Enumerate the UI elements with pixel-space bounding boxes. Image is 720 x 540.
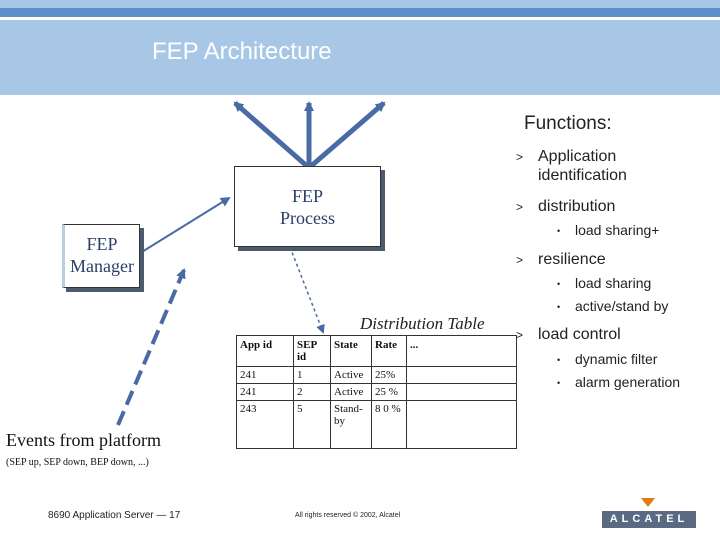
header-sep-id: SEP id <box>293 335 331 367</box>
cell-sep-id: 2 <box>293 383 331 401</box>
chevron-right-icon: > <box>516 200 524 214</box>
process-output-arrows <box>233 101 386 169</box>
cell-rate: 8 0 % <box>371 400 407 449</box>
events-to-manager-arrow <box>116 268 186 426</box>
cell-state: Active <box>330 383 372 401</box>
cell-more <box>406 366 517 384</box>
slide-title: FEP Architecture <box>152 38 332 65</box>
cell-app-id: 241 <box>236 366 294 384</box>
sub-item-dynamic-filter: • dynamic filter <box>557 351 657 367</box>
sub-item-label: dynamic filter <box>575 351 658 367</box>
fep-manager-box: FEP Manager <box>62 224 140 288</box>
distribution-table: App id SEP id State Rate ... 241 1 Activ… <box>236 335 517 449</box>
function-item-distribution: > distribution <box>516 197 615 217</box>
header-more: ... <box>406 335 517 367</box>
chevron-right-icon: > <box>516 150 524 164</box>
bullet-icon: • <box>557 355 561 366</box>
sub-item-load-sharing: • load sharing <box>557 275 651 291</box>
function-item-resilience: > resilience <box>516 250 606 270</box>
sub-item-label: load sharing <box>575 275 652 291</box>
header-rule-gap <box>0 17 720 20</box>
functions-title: Functions: <box>524 113 612 134</box>
fep-process-box: FEP Process <box>234 166 381 247</box>
fep-manager-label-2: Manager <box>70 256 134 276</box>
header-app-id: App id <box>236 335 294 367</box>
output-arrow-left <box>233 101 310 169</box>
sub-item-label: active/stand by <box>575 298 669 314</box>
cell-state: Stand-by <box>330 400 372 449</box>
cell-app-id: 243 <box>236 400 294 449</box>
sub-item-active-stand-by: • active/stand by <box>557 298 668 314</box>
output-arrow-right <box>308 101 386 169</box>
bullet-icon: • <box>557 279 561 290</box>
cell-state: Active <box>330 366 372 384</box>
footer-copyright: All rights reserved © 2002, Alcatel <box>295 512 401 519</box>
fep-manager-label-1: FEP <box>86 234 118 254</box>
alcatel-logo: ALCATEL <box>602 511 696 528</box>
cell-rate: 25 % <box>371 383 407 401</box>
table-row: 243 5 Stand-by 8 0 % <box>236 400 517 449</box>
fep-process-label-2: Process <box>280 208 335 228</box>
manager-to-process-arrow <box>136 196 231 256</box>
sub-item-alarm-generation: • alarm generation <box>557 374 680 390</box>
cell-sep-id: 5 <box>293 400 331 449</box>
alcatel-logo-mark-icon <box>641 498 655 507</box>
distribution-table-label: Distribution Table <box>360 314 485 333</box>
sub-item-label: alarm generation <box>575 374 681 390</box>
sub-item-label: load sharing+ <box>575 222 660 238</box>
bullet-icon: • <box>557 226 561 237</box>
table-header-row: App id SEP id State Rate ... <box>236 335 517 367</box>
events-subtitle: (SEP up, SEP down, BEP down, ...) <box>6 457 149 468</box>
cell-app-id: 241 <box>236 383 294 401</box>
function-label: load control <box>538 326 621 343</box>
function-item-load-control: > load control <box>516 325 621 345</box>
cell-more <box>406 383 517 401</box>
process-to-table-arrow <box>289 246 325 334</box>
footer-page-label: 8690 Application Server — 17 <box>48 510 181 521</box>
chevron-right-icon: > <box>516 253 524 267</box>
table-row: 241 1 Active 25% <box>236 366 517 384</box>
cell-rate: 25% <box>371 366 407 384</box>
cell-sep-id: 1 <box>293 366 331 384</box>
bullet-icon: • <box>557 302 561 313</box>
header-rule <box>0 8 720 17</box>
sub-item-load-sharing-plus: • load sharing+ <box>557 222 659 238</box>
header-rate: Rate <box>371 335 407 367</box>
fep-process-label-1: FEP <box>291 186 324 206</box>
function-item-application-identification: > Application identification <box>516 147 648 185</box>
chevron-right-icon: > <box>516 328 524 342</box>
header-state: State <box>330 335 372 367</box>
function-label: distribution <box>538 198 616 215</box>
bullet-icon: • <box>557 378 561 389</box>
function-label: resilience <box>538 251 606 268</box>
table-row: 241 2 Active 25 % <box>236 383 517 401</box>
events-title: Events from platform <box>6 430 161 450</box>
cell-more <box>406 400 517 449</box>
function-label: Application identification <box>538 148 627 184</box>
